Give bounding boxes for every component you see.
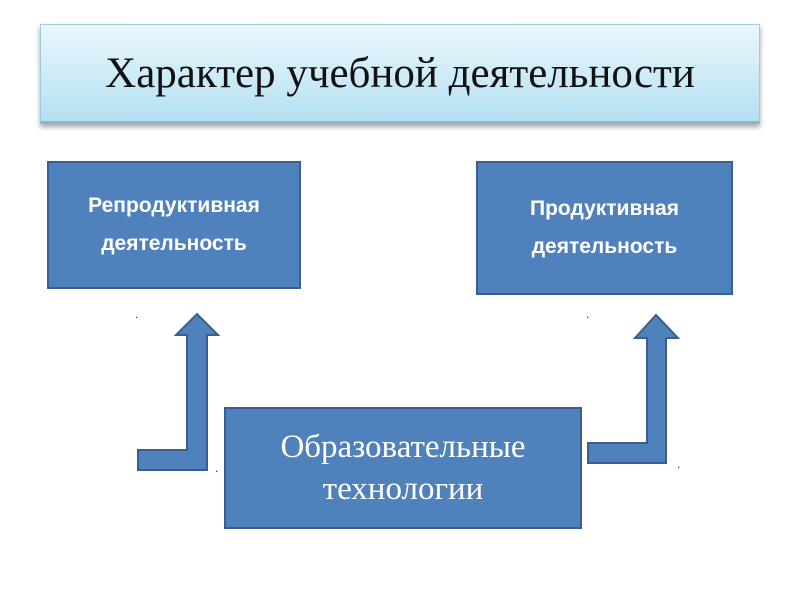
productive-activity-block: Продуктивная деятельность [476, 161, 733, 295]
reproductive-activity-label: Репродуктивная деятельность [88, 194, 260, 255]
dot-marker: . [135, 307, 139, 321]
dot-marker: . [586, 307, 590, 321]
title-banner: Характер учебной деятельности [40, 24, 760, 124]
reproductive-activity-block: Репродуктивная деятельность [47, 161, 301, 289]
educational-technologies-label: Образовательные технологии [280, 429, 526, 507]
educational-technologies-block: Образовательные технологии [224, 407, 582, 529]
productive-activity-label: Продуктивная деятельность [530, 197, 679, 258]
bent-arrow-left-icon [137, 312, 221, 471]
slide-title: Характер учебной деятельности [105, 49, 695, 97]
dot-marker: . [215, 461, 219, 475]
dot-marker: . [677, 457, 681, 471]
bent-arrow-right-icon [587, 313, 681, 464]
